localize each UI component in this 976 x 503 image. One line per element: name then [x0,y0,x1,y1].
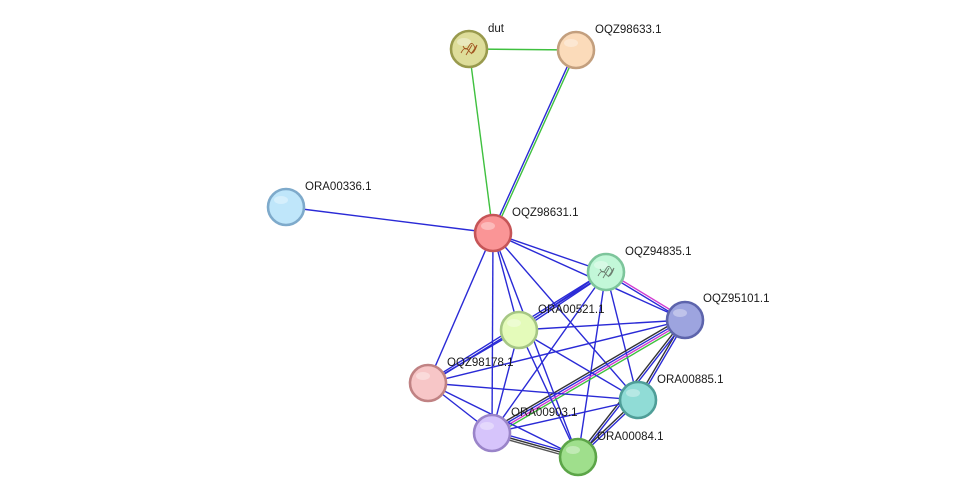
node-label: OQZ98178.1 [447,357,513,369]
node-ORA00336.1[interactable]: ORA00336.1 [266,181,372,227]
node-highlight [274,196,288,204]
edge-OQZ98633.1-OQZ98631.1[interactable] [491,49,578,234]
edge-line [491,232,494,434]
edge-OQZ98631.1-ORA00885.1[interactable] [492,232,639,401]
node-circle[interactable] [266,187,306,227]
node-OQZ94835.1[interactable]: OQZ94835.1 [586,246,691,292]
edge-OQZ95101.1-ORA00521.1[interactable] [518,319,686,331]
node-label: OQZ95101.1 [703,293,769,305]
node-circle[interactable] [586,252,626,292]
node-circle[interactable] [558,437,598,477]
edge-ORA00521.1-ORA00084.1[interactable] [518,329,579,458]
edge-dut-OQZ98631.1[interactable] [468,48,494,234]
edge-line [492,232,579,458]
edge-line [489,316,684,431]
edge-line [427,382,639,401]
protein-structure-icon [460,43,478,56]
node-circle[interactable] [556,30,596,70]
node-circle[interactable] [408,363,448,403]
edge-OQZ98178.1-ORA00885.1[interactable] [427,382,639,401]
edge-line [491,318,685,433]
edge-line [493,322,688,437]
edge-line [491,49,576,233]
edge-OQZ94835.1-ORA00084.1[interactable] [577,271,607,458]
edge-line [427,232,494,384]
node-label: OQZ94835.1 [625,246,691,258]
node-label: ORA00521.1 [538,304,605,316]
edge-line [493,50,578,234]
node-ORA00084.1[interactable]: ORA00084.1 [558,431,664,477]
node-circle[interactable] [449,29,489,69]
node-highlight [457,38,471,46]
node-highlight [626,389,640,397]
edge-line [518,319,686,331]
node-circle[interactable] [499,310,539,350]
node-highlight [416,372,430,380]
edge-OQZ98631.1-OQZ94835.1[interactable] [492,232,607,273]
edge-line [518,329,639,401]
edge-line [492,232,639,401]
node-label: ORA00903.1 [511,407,578,419]
edge-OQZ98631.1-ORA00903.1[interactable] [491,232,494,434]
node-circle[interactable] [472,413,512,453]
node-label: dut [488,23,505,35]
edge-OQZ95101.1-ORA00903.1[interactable] [489,316,688,437]
node-label: ORA00885.1 [657,374,724,386]
node-highlight [566,446,580,454]
edge-ORA00521.1-ORA00885.1[interactable] [518,329,639,401]
edge-line [491,271,607,434]
node-circle[interactable] [473,213,513,253]
node-OQZ98633.1[interactable]: OQZ98633.1 [556,24,661,70]
edge-line [285,206,494,234]
node-dut[interactable]: dut [449,23,505,69]
node-highlight [480,422,494,430]
edge-OQZ98631.1-ORA00084.1[interactable] [492,232,579,458]
edge-line [492,320,686,435]
node-highlight [594,261,608,269]
node-highlight [481,222,495,230]
edge-line [518,329,579,458]
node-highlight [564,39,578,47]
edge-line [468,48,494,234]
edge-OQZ98631.1-OQZ98178.1[interactable] [427,232,494,384]
edge-ORA00336.1-OQZ98631.1[interactable] [285,206,494,234]
edge-line [492,232,607,273]
nodes-layer: dut OQZ98633.1ORA00336.1OQZ98631.1OQZ9483… [266,23,769,477]
node-highlight [507,319,521,327]
node-circle[interactable] [665,300,705,340]
node-ORA00885.1[interactable]: ORA00885.1 [618,374,724,420]
edge-line [491,399,639,434]
node-label: OQZ98631.1 [512,207,578,219]
node-OQZ98631.1[interactable]: OQZ98631.1 [473,207,578,253]
node-label: ORA00336.1 [305,181,372,193]
node-ORA00903.1[interactable]: ORA00903.1 [472,407,578,453]
protein-structure-icon [597,266,615,279]
node-OQZ98178.1[interactable]: OQZ98178.1 [408,357,513,403]
node-label: OQZ98633.1 [595,24,661,36]
node-label: ORA00084.1 [597,431,664,443]
node-OQZ95101.1[interactable]: OQZ95101.1 [665,293,769,340]
edge-ORA00885.1-ORA00903.1[interactable] [491,399,639,434]
edge-OQZ94835.1-ORA00903.1[interactable] [491,271,607,434]
edge-line [577,271,607,458]
node-ORA00521.1[interactable]: ORA00521.1 [499,304,605,350]
node-highlight [673,309,687,317]
node-circle[interactable] [618,380,658,420]
